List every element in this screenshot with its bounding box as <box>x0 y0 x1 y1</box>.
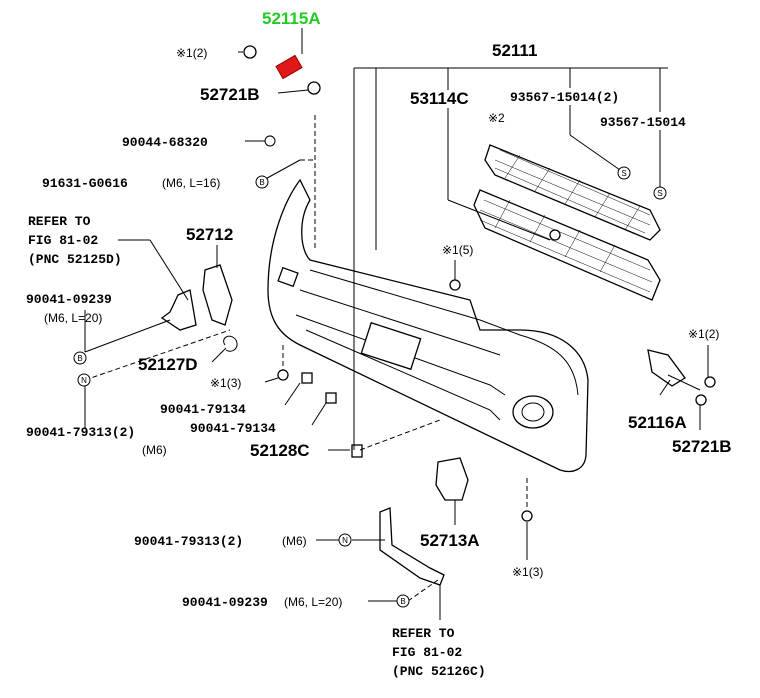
bracket-bottom <box>379 507 445 586</box>
label-52111: 52111 <box>492 41 537 60</box>
marker-S-2: S <box>653 186 667 200</box>
label-52721B-right: 52721B <box>672 437 732 456</box>
label-90041-09239-bottom-spec: (M6, L=20) <box>284 595 342 609</box>
marker-washer <box>264 135 276 147</box>
marker-N-1: N <box>77 373 91 387</box>
svg-text:N: N <box>342 536 348 545</box>
nut-icon <box>325 392 337 404</box>
nut-icon <box>301 372 313 384</box>
marker-N-2: N <box>338 533 352 547</box>
clip-icon <box>351 444 363 458</box>
refer-left-line2: FIG 81-02 <box>28 233 98 248</box>
refer-bottom-line2: FIG 81-02 <box>392 645 462 660</box>
refer-bottom-line3: (PNC 52126C) <box>392 664 486 679</box>
svg-text:B: B <box>400 597 405 606</box>
label-90041-79134-b: 90041-79134 <box>190 421 276 436</box>
lower-grille <box>473 189 661 301</box>
label-note2: ※2 <box>488 111 505 125</box>
label-93567-15014: 93567-15014 <box>600 115 686 130</box>
marker-B-1: B <box>255 175 269 189</box>
bolt-icon <box>449 279 461 291</box>
svg-text:B: B <box>259 178 264 187</box>
bracket-left <box>160 289 197 331</box>
label-52115A[interactable]: 52115A <box>262 9 321 28</box>
bumper-cover <box>267 178 589 473</box>
label-note1-3-mid: ※1(3) <box>210 376 241 390</box>
label-52116A: 52116A <box>628 413 687 432</box>
label-93567-15014-2: 93567-15014(2) <box>510 90 619 105</box>
label-90041-79313-2-left: 90041-79313(2) <box>26 425 135 440</box>
bolt-icon <box>521 510 533 522</box>
label-52127D: 52127D <box>138 355 198 374</box>
label-90041-09239-left: 90041-09239 <box>26 292 112 307</box>
label-note1-3-bottom: ※1(3) <box>512 565 543 579</box>
bolt-icon <box>695 394 707 406</box>
svg-text:N: N <box>81 376 87 385</box>
label-52128C: 52128C <box>250 441 310 460</box>
label-90041-79313-2-bottom: 90041-79313(2) <box>134 534 243 549</box>
marker-B-2: B <box>73 351 87 365</box>
fog-cover-52713A <box>435 457 469 501</box>
bracket-52712 <box>202 264 233 326</box>
refer-left-line1: REFER TO <box>28 214 91 229</box>
label-90041-79313-bottom-spec: (M6) <box>282 534 307 548</box>
label-90041-09239-bottom: 90041-09239 <box>182 595 268 610</box>
bracket-right-52116A <box>647 349 686 387</box>
refer-bottom-line1: REFER TO <box>392 626 455 641</box>
upper-grille <box>484 144 661 241</box>
label-90044-68320: 90044-68320 <box>122 135 208 150</box>
leader-lines <box>84 28 709 620</box>
bolt-icon <box>243 45 257 59</box>
label-90041-79134-a: 90041-79134 <box>160 402 246 417</box>
refer-left-line3: (PNC 52125D) <box>28 252 122 267</box>
marker-S-1: S <box>617 166 631 180</box>
label-91631-G0616: 91631-G0616 <box>42 176 128 191</box>
svg-text:S: S <box>657 189 662 198</box>
clip-52127D <box>223 335 238 352</box>
svg-text:S: S <box>621 169 626 178</box>
svg-text:B: B <box>77 354 82 363</box>
label-52712: 52712 <box>186 225 233 244</box>
label-90041-79313-left-spec: (M6) <box>142 443 167 457</box>
label-90041-09239-left-spec: (M6, L=20) <box>44 311 102 325</box>
bolt-icon <box>704 376 716 388</box>
label-91631-spec: (M6, L=16) <box>162 176 220 190</box>
label-note1-2-top: ※1(2) <box>176 46 207 60</box>
label-52721B-top: 52721B <box>200 85 260 104</box>
bolt-icon <box>277 369 289 381</box>
part-52115A-highlight[interactable] <box>275 54 303 80</box>
label-52713A: 52713A <box>420 531 480 550</box>
bolt-icon <box>307 81 321 95</box>
label-note1-2-right: ※1(2) <box>688 327 719 341</box>
label-53114C: 53114C <box>410 89 469 108</box>
marker-B-3: B <box>396 594 410 608</box>
label-note1-5: ※1(5) <box>442 243 473 257</box>
